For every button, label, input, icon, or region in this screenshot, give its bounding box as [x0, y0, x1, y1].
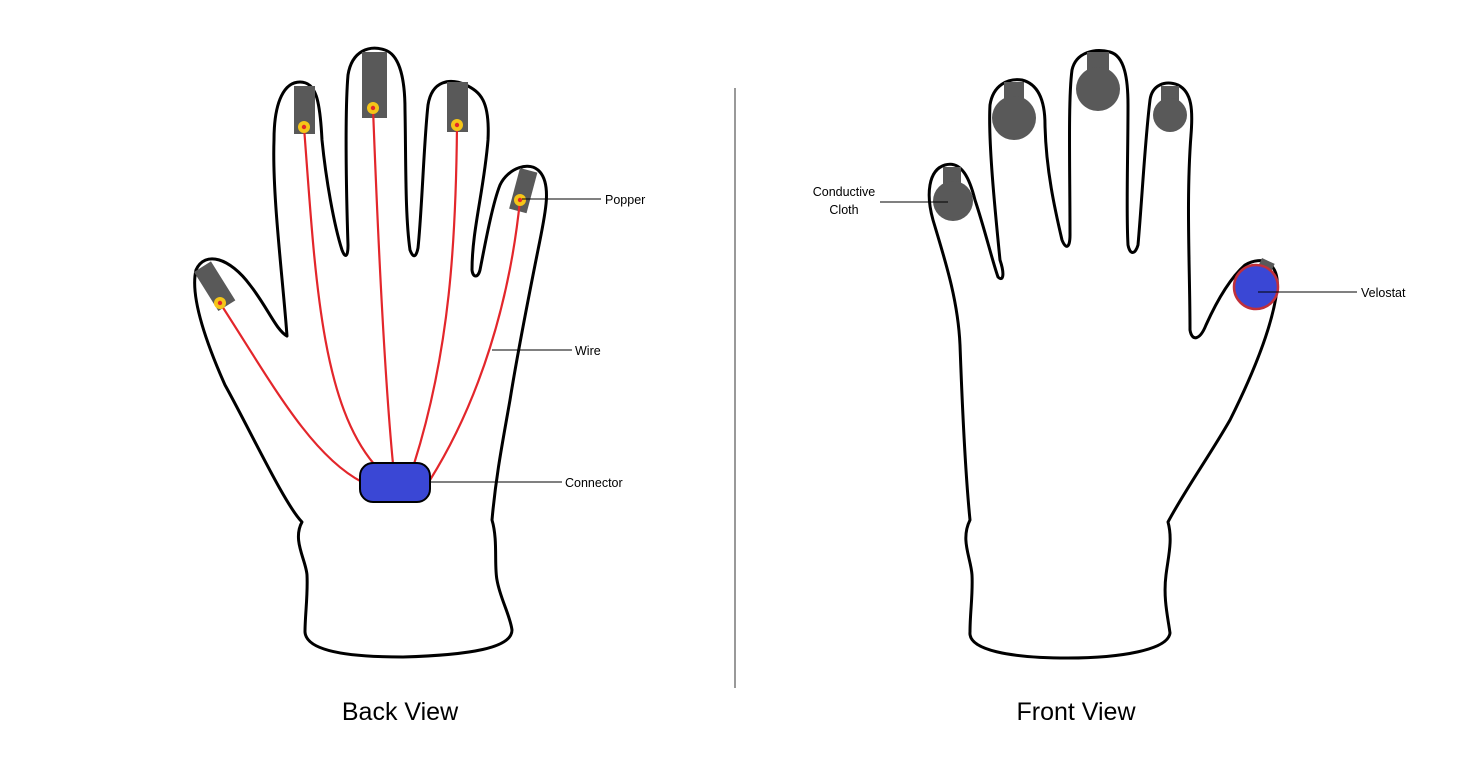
- cloth-pinky-disc: [933, 181, 973, 221]
- cloth-middle-disc: [1076, 67, 1120, 111]
- wire-index: [302, 126, 375, 465]
- back-pad-ring: [447, 82, 468, 132]
- back-glove-outline: [193, 46, 548, 659]
- velostat-thumb: [1232, 258, 1280, 311]
- popper-index-center: [301, 124, 307, 130]
- back-pad-thumb: [194, 261, 236, 312]
- cloth-index-disc: [992, 96, 1036, 140]
- cloth-ring: [1153, 86, 1187, 132]
- wire-thumb: [219, 302, 363, 483]
- popper-pinky-center: [517, 197, 523, 203]
- front-glove-outline: [927, 49, 1279, 660]
- front-view-caption: Front View: [1016, 698, 1136, 726]
- connector: [359, 462, 431, 503]
- wire-label: Wire: [575, 344, 601, 358]
- popper-thumb-center: [217, 300, 223, 306]
- cloth-pinky: [933, 167, 973, 221]
- popper-middle-center: [370, 105, 376, 111]
- conductive-cloth-label-line2: Cloth: [829, 203, 858, 217]
- back-view: Popper Wire Connector Back View: [193, 46, 645, 726]
- velostat-disc: [1232, 263, 1280, 311]
- cloth-middle: [1076, 52, 1120, 111]
- front-view: Conductive Cloth Velostat Front View: [813, 49, 1406, 726]
- velostat-label: Velostat: [1361, 286, 1406, 300]
- cloth-index: [992, 82, 1036, 140]
- wire-middle: [371, 107, 395, 465]
- connector-label: Connector: [565, 476, 623, 490]
- back-pad-index: [294, 86, 315, 134]
- back-view-caption: Back View: [342, 698, 459, 726]
- back-poppers: [214, 102, 526, 309]
- popper-ring-center: [454, 122, 460, 128]
- cloth-ring-disc: [1153, 98, 1187, 132]
- wire-pinky: [429, 199, 522, 481]
- popper-label: Popper: [605, 193, 645, 207]
- conductive-cloth-label: Conductive: [813, 185, 876, 199]
- wire-ring: [412, 124, 459, 465]
